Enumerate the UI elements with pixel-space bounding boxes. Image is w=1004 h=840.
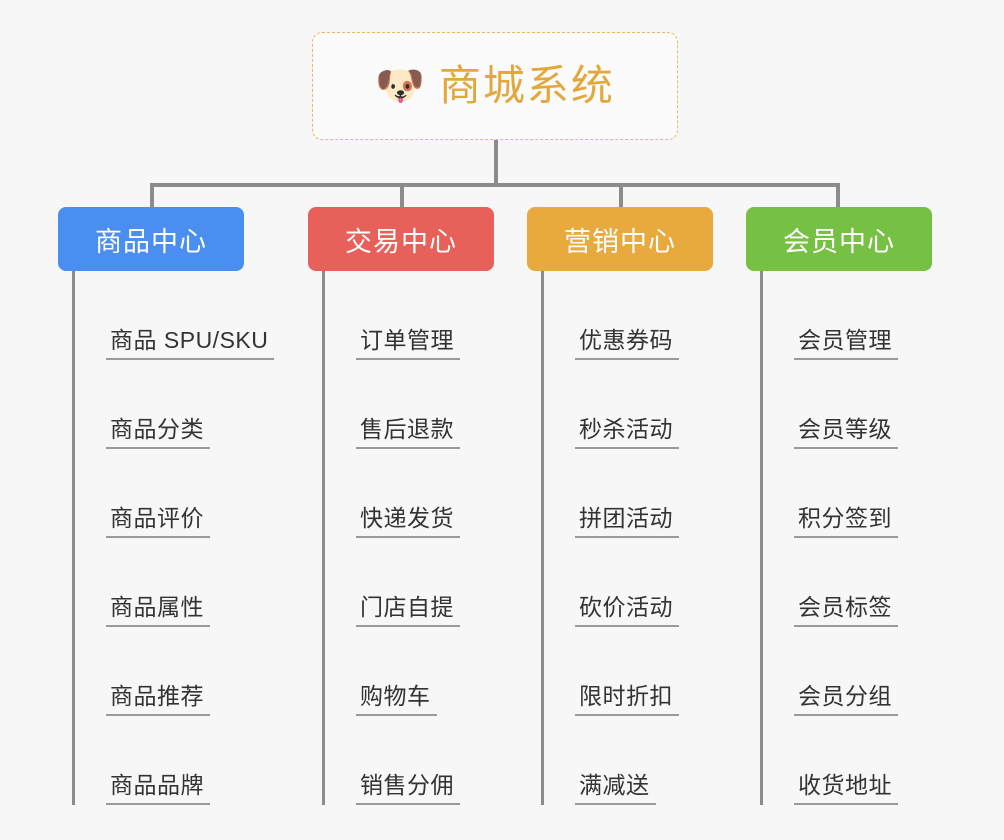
list-item[interactable]: 商品评价 bbox=[75, 449, 244, 538]
dog-face-icon: 🐶 bbox=[375, 64, 425, 108]
leaf-label: 订单管理 bbox=[356, 328, 460, 360]
leaf-label: 商品评价 bbox=[106, 506, 210, 538]
list-item[interactable]: 快递发货 bbox=[325, 449, 494, 538]
connector-root-stem bbox=[494, 140, 498, 185]
list-item[interactable]: 会员管理 bbox=[763, 271, 932, 360]
list-item[interactable]: 秒杀活动 bbox=[544, 360, 713, 449]
leaf-label: 商品属性 bbox=[106, 595, 210, 627]
list-item[interactable]: 积分签到 bbox=[763, 449, 932, 538]
list-item[interactable]: 砍价活动 bbox=[544, 538, 713, 627]
list-item[interactable]: 会员分组 bbox=[763, 627, 932, 716]
list-item[interactable]: 优惠券码 bbox=[544, 271, 713, 360]
list-item[interactable]: 商品推荐 bbox=[75, 627, 244, 716]
leaf-label: 优惠券码 bbox=[575, 328, 679, 360]
list-item[interactable]: 商品 SPU/SKU bbox=[75, 271, 275, 360]
list-item[interactable]: 售后退款 bbox=[325, 360, 494, 449]
leaf-label: 会员标签 bbox=[794, 595, 898, 627]
leaf-list-trade-center: 订单管理 售后退款 快递发货 门店自提 购物车 销售分佣 bbox=[322, 271, 494, 805]
branch-header-member-center[interactable]: 会员中心 bbox=[746, 207, 932, 271]
list-item[interactable]: 商品品牌 bbox=[75, 716, 244, 805]
branch-trade-center: 交易中心 订单管理 售后退款 快递发货 门店自提 购物车 销售分佣 bbox=[308, 207, 494, 805]
connector-branch-stem-4 bbox=[836, 183, 840, 207]
list-item[interactable]: 购物车 bbox=[325, 627, 494, 716]
leaf-label: 会员分组 bbox=[794, 684, 898, 716]
branch-marketing-center: 营销中心 优惠券码 秒杀活动 拼团活动 砍价活动 限时折扣 满减送 bbox=[527, 207, 713, 805]
leaf-label: 满减送 bbox=[575, 773, 656, 805]
leaf-label: 会员等级 bbox=[794, 417, 898, 449]
leaf-label: 快递发货 bbox=[356, 506, 460, 538]
leaf-label: 购物车 bbox=[356, 684, 437, 716]
leaf-label: 商品品牌 bbox=[106, 773, 210, 805]
list-item[interactable]: 订单管理 bbox=[325, 271, 494, 360]
list-item[interactable]: 商品属性 bbox=[75, 538, 244, 627]
leaf-label: 商品推荐 bbox=[106, 684, 210, 716]
connector-branch-stem-1 bbox=[150, 183, 154, 207]
list-item[interactable]: 商品分类 bbox=[75, 360, 244, 449]
list-item[interactable]: 收货地址 bbox=[763, 716, 932, 805]
list-item[interactable]: 会员标签 bbox=[763, 538, 932, 627]
list-item[interactable]: 销售分佣 bbox=[325, 716, 494, 805]
leaf-label: 积分签到 bbox=[794, 506, 898, 538]
leaf-label: 拼团活动 bbox=[575, 506, 679, 538]
branch-header-marketing-center[interactable]: 营销中心 bbox=[527, 207, 713, 271]
leaf-list-member-center: 会员管理 会员等级 积分签到 会员标签 会员分组 收货地址 bbox=[760, 271, 932, 805]
leaf-label: 门店自提 bbox=[356, 595, 460, 627]
branch-header-product-center[interactable]: 商品中心 bbox=[58, 207, 244, 271]
leaf-label: 商品 SPU/SKU bbox=[106, 328, 275, 360]
branch-header-trade-center[interactable]: 交易中心 bbox=[308, 207, 494, 271]
root-title: 商城系统 bbox=[438, 62, 615, 109]
connector-branch-stem-3 bbox=[619, 183, 623, 207]
list-item[interactable]: 会员等级 bbox=[763, 360, 932, 449]
leaf-list-marketing-center: 优惠券码 秒杀活动 拼团活动 砍价活动 限时折扣 满减送 bbox=[541, 271, 713, 805]
leaf-label: 限时折扣 bbox=[575, 684, 679, 716]
leaf-label: 商品分类 bbox=[106, 417, 210, 449]
leaf-label: 砍价活动 bbox=[575, 595, 679, 627]
connector-horizontal-bus bbox=[150, 183, 838, 187]
list-item[interactable]: 拼团活动 bbox=[544, 449, 713, 538]
leaf-label: 收货地址 bbox=[794, 773, 898, 805]
leaf-label: 售后退款 bbox=[356, 417, 460, 449]
list-item[interactable]: 满减送 bbox=[544, 716, 713, 805]
leaf-label: 会员管理 bbox=[794, 328, 898, 360]
leaf-list-product-center: 商品 SPU/SKU 商品分类 商品评价 商品属性 商品推荐 商品品牌 bbox=[72, 271, 275, 805]
list-item[interactable]: 门店自提 bbox=[325, 538, 494, 627]
branch-member-center: 会员中心 会员管理 会员等级 积分签到 会员标签 会员分组 收货地址 bbox=[746, 207, 932, 805]
root-node[interactable]: 🐶 商城系统 bbox=[312, 32, 678, 140]
connector-branch-stem-2 bbox=[400, 183, 404, 207]
leaf-label: 秒杀活动 bbox=[575, 417, 679, 449]
list-item[interactable]: 限时折扣 bbox=[544, 627, 713, 716]
branch-product-center: 商品中心 商品 SPU/SKU 商品分类 商品评价 商品属性 商品推荐 商品品牌 bbox=[58, 207, 275, 805]
leaf-label: 销售分佣 bbox=[356, 773, 460, 805]
